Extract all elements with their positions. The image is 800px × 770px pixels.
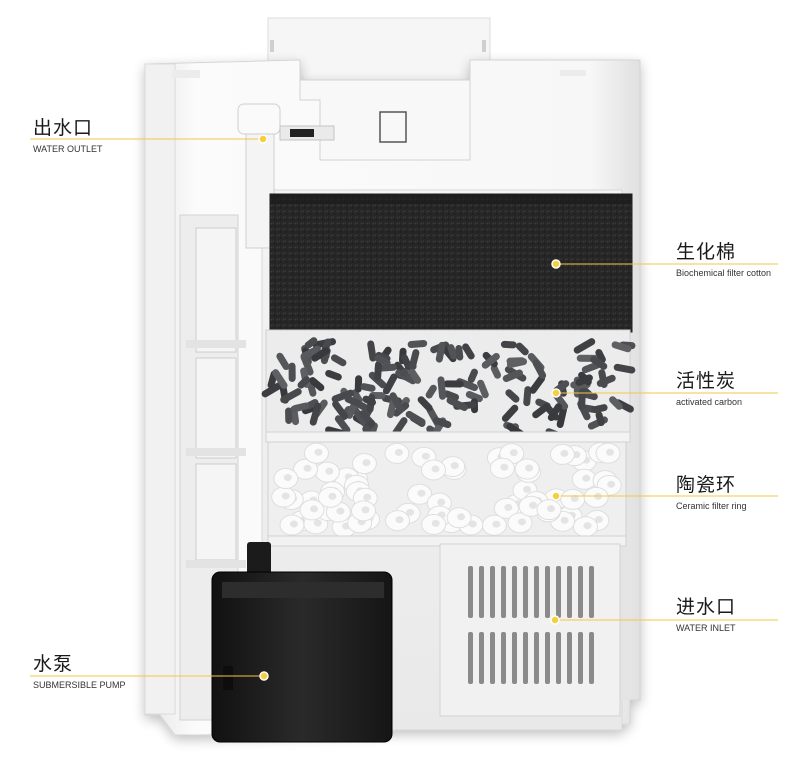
- callout-en: Ceramic filter ring: [676, 501, 747, 511]
- callout-zh: 进水口: [676, 596, 737, 618]
- leader-ceramic-ring: [551, 491, 778, 501]
- callout-zh: 出水口: [33, 117, 94, 139]
- callout-en: WATER OUTLET: [33, 144, 103, 154]
- callout-water-outlet: 出水口 WATER OUTLET: [33, 117, 103, 155]
- leader-water-outlet: [30, 134, 268, 144]
- leader-biochemical-cotton: [551, 259, 778, 269]
- callout-en: SUBMERSIBLE PUMP: [33, 680, 126, 690]
- submersible-pump: [211, 542, 393, 743]
- callout-zh: 生化棉: [676, 241, 737, 263]
- leader-submersible-pump: [30, 671, 269, 681]
- callout-activated-carbon: 活性炭 activated carbon: [676, 370, 742, 408]
- callout-en: Biochemical filter cotton: [676, 268, 772, 278]
- leader-water-inlet: [550, 615, 778, 625]
- carbon-tray: [261, 329, 636, 443]
- ceramic-tray: [267, 441, 627, 547]
- callout-zh: 活性炭: [676, 370, 737, 392]
- side-channel-compartments: [186, 227, 246, 568]
- callout-water-inlet: 进水口 WATER INLET: [676, 596, 736, 634]
- outlet-box: [172, 70, 586, 161]
- top-cap: [267, 17, 491, 81]
- inlet-grille: [439, 543, 621, 717]
- callout-biochemical-cotton: 生化棉 Biochemical filter cotton: [676, 241, 771, 279]
- callout-zh: 陶瓷环: [676, 474, 737, 496]
- outlet-pipe: [237, 103, 335, 249]
- sponge-layer: [269, 193, 633, 333]
- callout-en: WATER INLET: [676, 623, 736, 633]
- callout-submersible-pump: 水泵 SUBMERSIBLE PUMP: [33, 653, 126, 691]
- callout-zh: 水泵: [33, 653, 74, 675]
- leader-activated-carbon: [551, 388, 778, 398]
- callout-en: activated carbon: [676, 397, 743, 407]
- callout-ceramic-ring: 陶瓷环 Ceramic filter ring: [676, 474, 747, 512]
